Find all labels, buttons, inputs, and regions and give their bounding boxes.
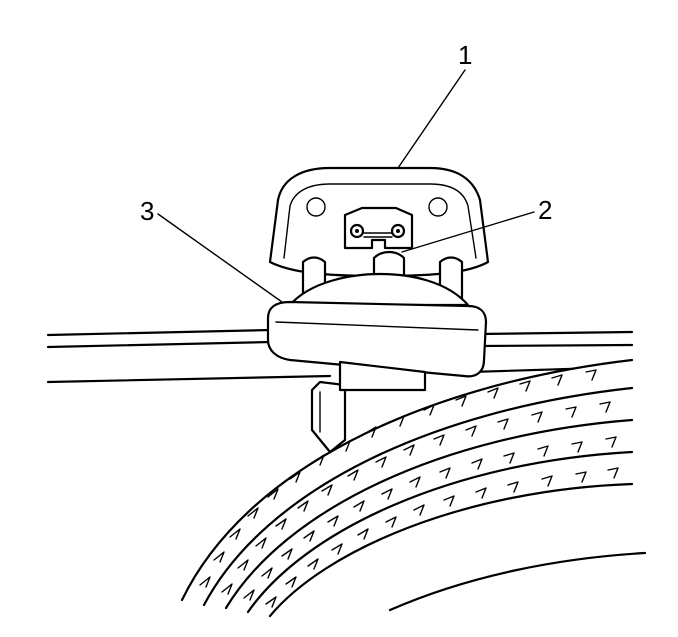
callout-2: 2 xyxy=(538,195,552,225)
mounting-bracket xyxy=(310,380,347,454)
leader-line-2 xyxy=(401,211,535,253)
leader-line-3 xyxy=(157,213,283,303)
lamp-lens xyxy=(266,272,488,392)
callout-3: 3 xyxy=(140,196,154,226)
tire xyxy=(180,358,647,637)
body-rails xyxy=(46,328,634,384)
lamp-housing xyxy=(268,166,490,278)
callout-1: 1 xyxy=(458,40,472,70)
leader-line-1 xyxy=(397,69,466,169)
leader-lines xyxy=(157,69,535,303)
